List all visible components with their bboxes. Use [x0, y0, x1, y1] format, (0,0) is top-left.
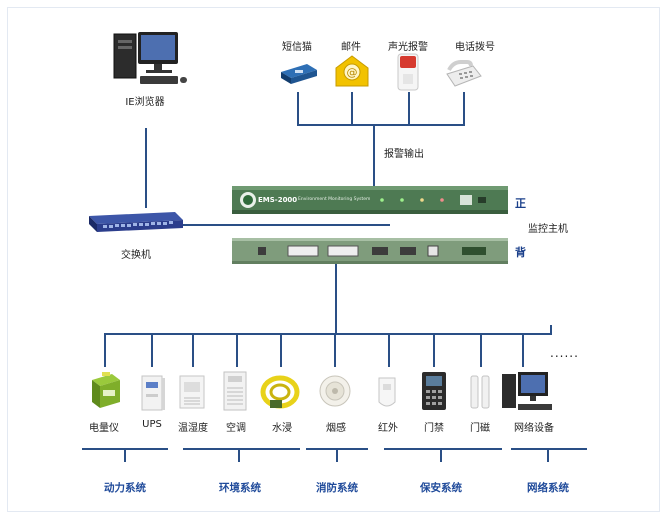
ellipsis: ......	[550, 346, 579, 360]
water-leak-sensor-icon	[260, 375, 300, 409]
power-meter-icon	[92, 372, 120, 408]
email-label: 邮件	[341, 42, 361, 53]
group-line-security	[384, 448, 502, 450]
host-name-label: 监控主机	[528, 224, 568, 235]
device-label-ups: UPS	[142, 419, 162, 430]
group-label-network: 网络系统	[527, 482, 569, 494]
email-drop	[351, 92, 353, 126]
group-label-fire: 消防系统	[316, 482, 358, 494]
alarm-output-label: 报警输出	[384, 149, 424, 160]
sms-drop	[297, 92, 299, 126]
device-label-door-contact: 门磁	[470, 423, 490, 434]
ups-icon	[141, 375, 165, 411]
monitoring-host-back	[232, 238, 508, 264]
drop-0	[104, 333, 106, 367]
group-tick-security	[440, 448, 442, 462]
group-tick-environment	[238, 448, 240, 462]
device-label-smoke: 烟感	[326, 423, 346, 434]
alarm-siren-label: 声光报警	[388, 42, 428, 53]
drop-6	[388, 333, 390, 367]
device-label-water-leak: 水浸	[272, 423, 292, 434]
device-label-temp-humidity: 温湿度	[178, 423, 208, 434]
email-icon: @	[335, 55, 369, 87]
telephone-icon	[446, 60, 482, 87]
drop-5	[334, 333, 336, 367]
group-label-environment: 环境系统	[219, 482, 261, 494]
group-line-environment	[183, 448, 300, 450]
group-tick-power	[124, 448, 126, 462]
group-tick-fire	[336, 448, 338, 462]
monitoring-host-front	[232, 186, 508, 214]
drop-4	[280, 333, 282, 367]
infrared-sensor-icon	[378, 377, 396, 407]
sms-modem-icon	[281, 64, 317, 84]
access-control-icon	[422, 372, 446, 410]
device-label-infrared: 红外	[378, 423, 398, 434]
drop-3	[236, 333, 238, 367]
door-contact-icon	[470, 375, 490, 409]
sms-modem-label: 短信猫	[282, 42, 312, 53]
drop-8	[480, 333, 482, 367]
drop-9	[522, 333, 524, 367]
alarm-output-bus	[297, 124, 465, 126]
device-label-network: 网络设备	[514, 423, 554, 434]
group-tick-network	[547, 448, 549, 462]
device-label-access-control: 门禁	[424, 423, 444, 434]
group-line-network	[511, 448, 587, 450]
air-conditioner-icon	[223, 371, 247, 411]
device-label-air-conditioner: 空调	[226, 423, 246, 434]
drop-1	[151, 333, 153, 367]
alarm-drop	[408, 92, 410, 126]
telephone-label: 电话拨号	[455, 42, 495, 53]
host-model: EMS-2000	[258, 196, 298, 204]
host-back-label: 背	[515, 246, 526, 259]
temperature-humidity-sensor-icon	[179, 375, 205, 409]
host-bus-link	[335, 263, 337, 335]
host-front-label: 正	[515, 197, 526, 210]
switch-host-link	[180, 224, 390, 226]
drop-2	[192, 333, 194, 367]
desktop-computer-icon	[113, 32, 187, 84]
network-switch-icon	[89, 212, 183, 232]
host-subtitle: Environment Monitoring System	[298, 197, 371, 202]
switch-label: 交换机	[121, 250, 151, 261]
browser-label: IE浏览器	[125, 97, 165, 108]
alarm-output-link	[373, 124, 375, 186]
phone-drop	[463, 92, 465, 126]
diagram-frame	[7, 7, 660, 512]
device-bus-end	[550, 325, 552, 335]
browser-switch-link	[145, 128, 147, 208]
smoke-detector-icon	[319, 375, 351, 407]
group-label-power: 动力系统	[104, 482, 146, 494]
group-label-security: 保安系统	[420, 482, 462, 494]
device-bus	[104, 333, 552, 335]
svg-text:@: @	[347, 66, 358, 79]
device-label-power-meter: 电量仪	[89, 423, 119, 434]
drop-7	[433, 333, 435, 367]
alarm-siren-icon	[397, 53, 419, 91]
network-device-icon	[502, 372, 552, 410]
